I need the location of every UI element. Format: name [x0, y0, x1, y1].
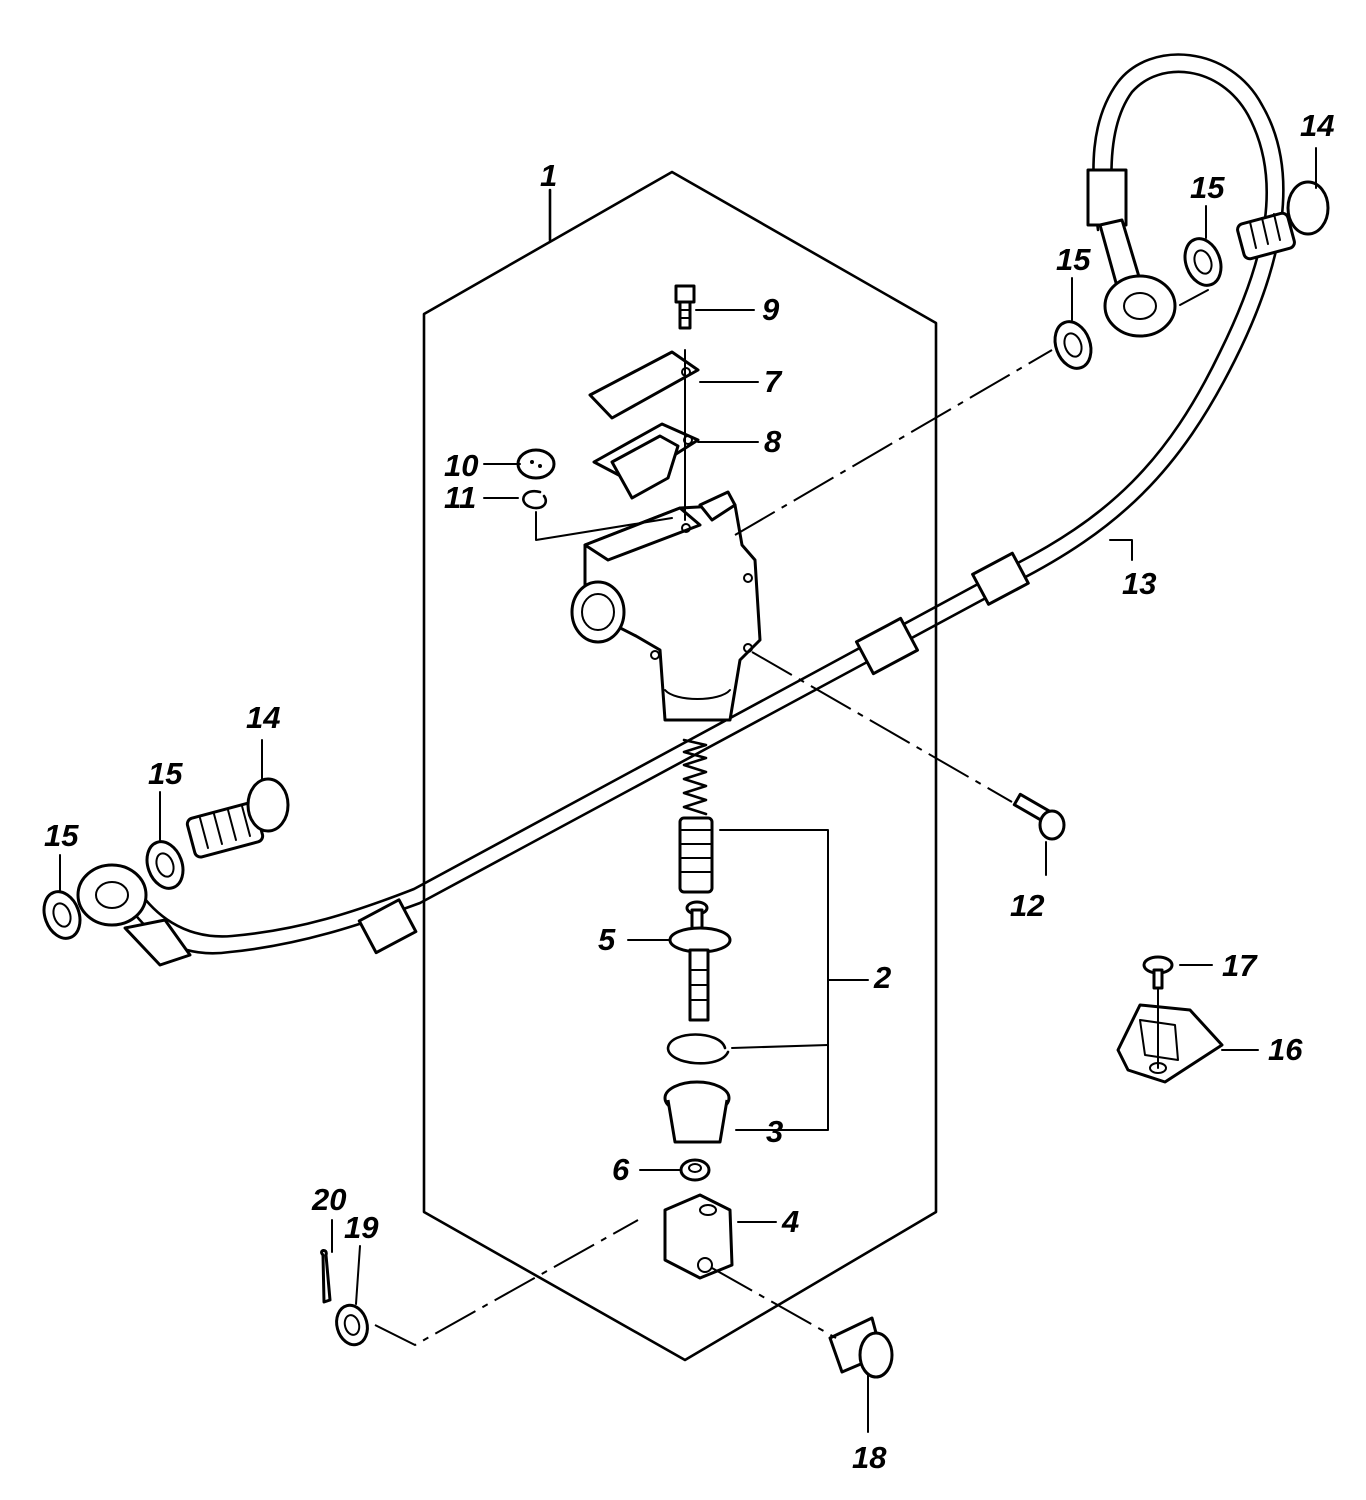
- assembly-boundary: [422, 170, 938, 1362]
- spring-piston-assembly: [678, 738, 714, 894]
- washer-19: [335, 1303, 369, 1347]
- callout-2: 2: [873, 960, 891, 995]
- leader-lines: [59, 147, 1317, 1433]
- callout-15-d: 15: [44, 818, 79, 853]
- callout-18: 18: [852, 1440, 887, 1475]
- part-10-plate: [516, 448, 556, 480]
- callout-20: 20: [311, 1182, 346, 1217]
- reservoir-cap-7: [588, 350, 700, 420]
- washer-15-d: [42, 890, 82, 940]
- circlip-11: [522, 489, 548, 510]
- banjo-bolt-14-left: [185, 777, 290, 859]
- washer-15-c: [145, 840, 185, 890]
- circlip-2: [666, 1033, 730, 1065]
- hose-holder-16: [1116, 1003, 1224, 1084]
- callout-15-b: 15: [1190, 170, 1225, 205]
- callout-4: 4: [781, 1204, 799, 1239]
- master-cylinder-body: [570, 490, 762, 722]
- callout-12: 12: [1010, 888, 1044, 923]
- callout-16: 16: [1268, 1032, 1303, 1067]
- washer-15-b: [1183, 237, 1223, 287]
- clevis-pin-18: [828, 1316, 894, 1379]
- callout-1: 1: [540, 158, 557, 193]
- brake-hose-13: [76, 53, 1285, 967]
- screw-9: [674, 284, 696, 330]
- screw-12: [1012, 792, 1066, 841]
- callout-10: 10: [444, 448, 478, 483]
- callout-14-right: 14: [1300, 108, 1334, 143]
- cotter-pin-20: [320, 1249, 332, 1304]
- washer-15-a: [1053, 320, 1093, 370]
- diaphragm-8: [592, 422, 700, 500]
- nut-6: [679, 1158, 711, 1182]
- callout-17: 17: [1222, 948, 1258, 983]
- callout-9: 9: [762, 292, 780, 327]
- callout-14-left: 14: [246, 700, 280, 735]
- callout-7: 7: [764, 364, 783, 399]
- callout-6: 6: [612, 1152, 630, 1187]
- screw-17: [1142, 955, 1174, 990]
- callout-15-a: 15: [1056, 242, 1091, 277]
- callout-3: 3: [766, 1114, 783, 1149]
- boot-3: [663, 1080, 731, 1144]
- callout-11: 11: [444, 480, 476, 515]
- callout-19: 19: [344, 1210, 379, 1245]
- banjo-bolt-14-right: [1236, 180, 1330, 261]
- callout-15-c: 15: [148, 756, 183, 791]
- callout-8: 8: [764, 424, 782, 459]
- push-rod-5: [668, 900, 732, 1022]
- callout-13: 13: [1122, 566, 1156, 601]
- clevis-4: [663, 1193, 734, 1280]
- callout-5: 5: [598, 922, 616, 957]
